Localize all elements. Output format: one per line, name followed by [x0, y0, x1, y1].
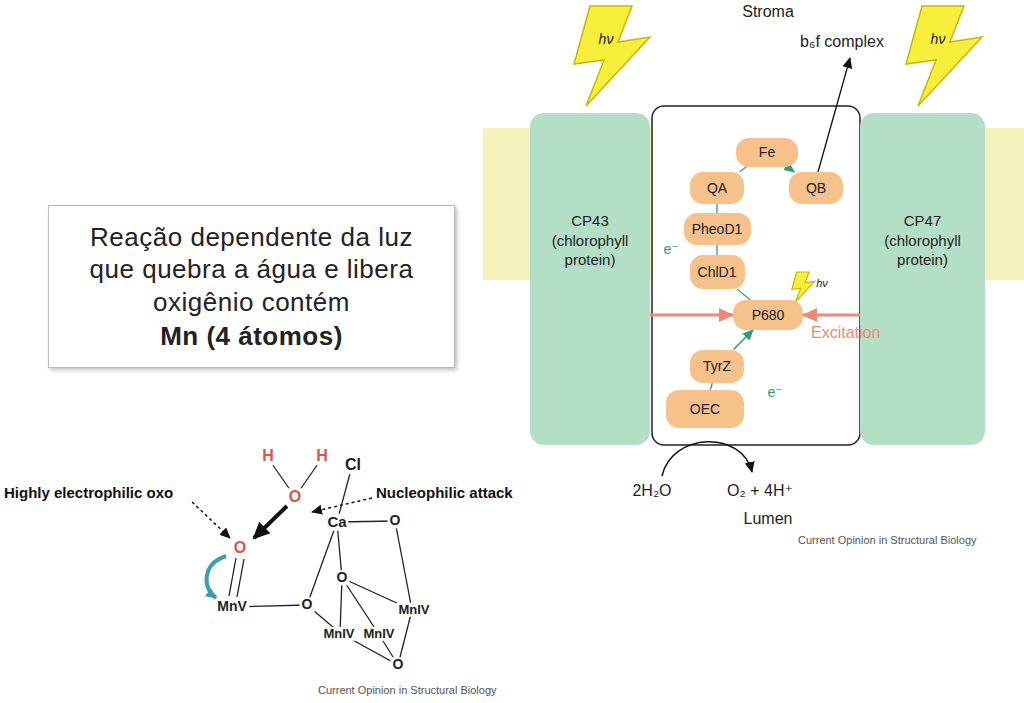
node-text: CP43 (chlorophyll protein) — [538, 211, 642, 270]
reaction-center: P680 — [733, 300, 803, 330]
light-bolt — [906, 6, 982, 106]
atom-label: MnIV — [361, 627, 396, 641]
annotation: Nucleophilic attack — [376, 485, 513, 502]
product: O₂ + 4H⁺ — [727, 482, 793, 500]
antenna-protein: CP43 (chlorophyll protein) — [530, 113, 650, 445]
oxygen-evolving-complex: OEC — [666, 390, 744, 428]
atom-label: O — [287, 488, 303, 506]
cofactor-pill: ChlD1 — [690, 255, 745, 289]
connector — [734, 330, 754, 350]
node-text: Fe — [759, 144, 775, 160]
atom-label: MnV — [215, 599, 249, 614]
light-symbol: hν — [816, 277, 828, 289]
node-text: QA — [707, 180, 727, 196]
light-symbol: hν — [599, 32, 614, 47]
node-text: P680 — [752, 307, 785, 323]
pointer-arrow — [192, 502, 230, 538]
annotation: Highly electrophilic oxo — [4, 485, 173, 502]
edge-label: Excitation — [811, 324, 880, 342]
connector — [739, 167, 747, 173]
atom-label: Ca — [325, 514, 348, 531]
electron-label: e⁻ — [663, 242, 678, 257]
atom-label: H — [314, 447, 330, 465]
cofactor-pill: QB — [789, 172, 843, 204]
atom-label: MnIV — [396, 603, 431, 617]
node-text: ChlD1 — [698, 264, 737, 280]
cofactor-pill: PheoD1 — [684, 213, 751, 245]
antenna-protein: CP47 (chlorophyll protein) — [860, 113, 985, 445]
light-symbol: hν — [931, 32, 946, 47]
node-text: Reação dependente da luz que quebra a ág… — [73, 221, 430, 319]
connector — [710, 383, 712, 391]
reactant: 2H₂O — [632, 482, 671, 500]
electron-label: e⁻ — [767, 385, 782, 400]
cofactor-pill: Fe — [736, 138, 798, 167]
atom-label: Cl — [343, 456, 363, 474]
light-bolt — [792, 272, 815, 302]
cofactor-pill: TyrZ — [690, 350, 744, 383]
region-name: Lumen — [744, 510, 793, 528]
connector — [737, 289, 750, 300]
light-bolt — [574, 6, 650, 106]
electron-shift-arrow — [207, 556, 226, 598]
connector — [787, 167, 794, 173]
leader-arrow — [818, 58, 850, 172]
atom-label: O — [388, 513, 403, 528]
complex-name: b₆f complex — [800, 33, 884, 51]
note-box: Reação dependente da luz que quebra a ág… — [48, 205, 455, 368]
water-arrow — [662, 442, 752, 476]
connector — [650, 314, 733, 317]
source-credit: Current Opinion in Structural Biology — [318, 684, 497, 696]
photosystem-core — [652, 106, 860, 445]
source-credit: Current Opinion in Structural Biology — [798, 534, 977, 546]
atom-label: O — [391, 657, 406, 672]
node-text: CP47 (chlorophyll protein) — [868, 211, 977, 270]
node-text: PheoD1 — [692, 221, 743, 237]
attack-arrow — [254, 506, 287, 538]
connector — [803, 314, 860, 317]
atom-label: MnIV — [321, 627, 356, 641]
atom-label: O — [335, 570, 350, 585]
cofactor-pill: QA — [690, 172, 744, 204]
pointer-arrow — [312, 498, 372, 512]
node-text: QB — [806, 180, 826, 196]
node-text: Mn (4 átomos) — [160, 320, 343, 353]
region-name: Stroma — [742, 3, 794, 21]
connector — [716, 245, 717, 255]
node-text: TyrZ — [703, 358, 731, 374]
atom-label: O — [300, 597, 315, 612]
node-text: OEC — [690, 401, 720, 417]
atom-label: O — [232, 539, 248, 557]
connector — [716, 204, 717, 213]
atom-label: H — [260, 447, 276, 465]
